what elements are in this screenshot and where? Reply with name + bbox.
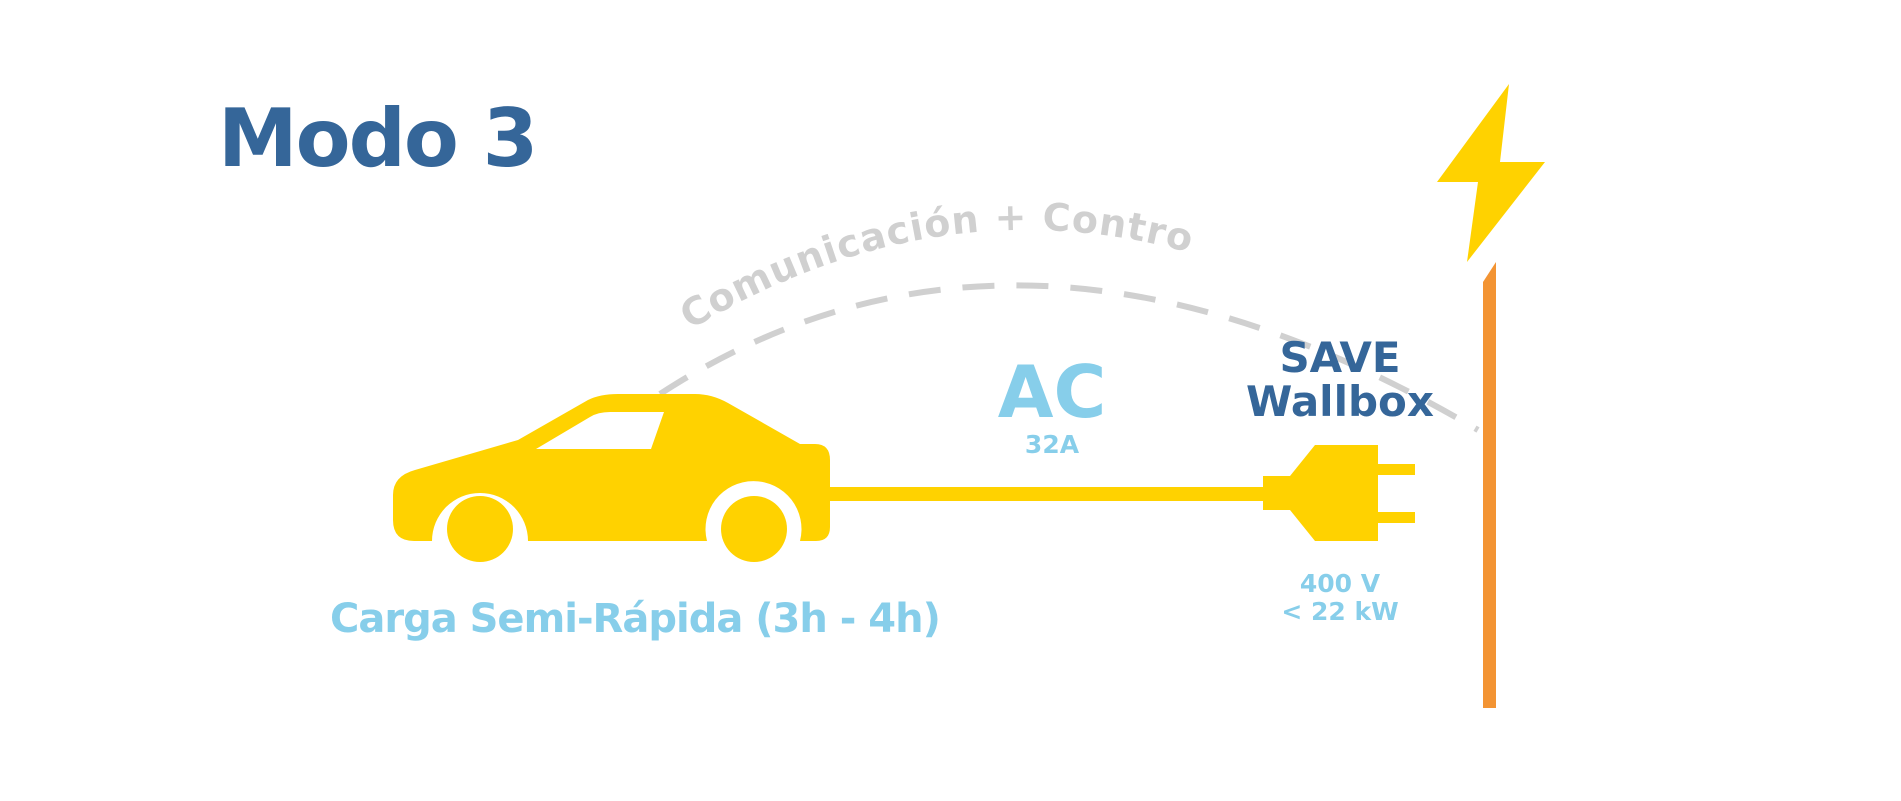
charger-brand-line2: Wallbox (1246, 377, 1434, 426)
charging-cable-icon (828, 487, 1266, 501)
current-amps-label: 32A (1025, 430, 1080, 459)
car-icon (393, 394, 830, 562)
plug-icon (1263, 445, 1415, 541)
charger-brand-line1: SAVE (1279, 333, 1400, 382)
plug-pin-bottom (1375, 512, 1415, 523)
power-pole-icon (1483, 262, 1496, 708)
voltage-label: 400 V (1300, 569, 1381, 598)
communication-arc (658, 282, 1480, 433)
current-type-label: AC (998, 350, 1107, 434)
rear-wheel (447, 496, 513, 562)
front-wheel (721, 496, 787, 562)
charge-speed-caption: Carga Semi-Rápida (3h - 4h) (330, 596, 940, 642)
power-label: < 22 kW (1281, 597, 1398, 626)
plug-pin-top (1375, 464, 1415, 475)
page-title: Modo 3 (218, 92, 536, 185)
lightning-bolt-icon (1437, 84, 1545, 262)
